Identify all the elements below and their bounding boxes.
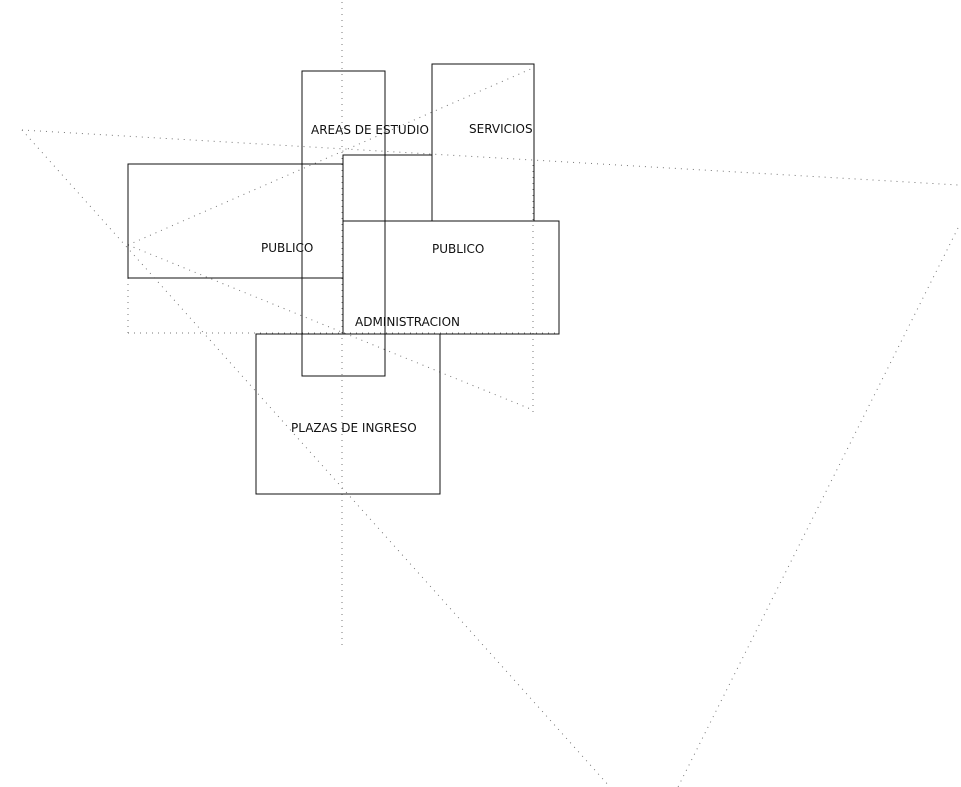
triangle-right-edge-guide — [677, 227, 959, 787]
guide-lines — [21, 2, 959, 787]
triangle-left-edge-guide — [21, 129, 611, 787]
administracion-label: ADMINISTRACION — [355, 315, 460, 329]
plazas-de-ingreso-zone — [255, 333, 441, 495]
servicios-zone — [431, 63, 535, 222]
center-connector-zone — [342, 154, 433, 222]
plazas-de-ingreso-label: PLAZAS DE INGRESO — [291, 421, 417, 435]
publico-left-label: PUBLICO — [261, 241, 313, 255]
horizontal-guide-top — [21, 129, 959, 186]
publico-left-zone — [127, 163, 344, 279]
publico-right-label: PUBLICO — [432, 242, 484, 256]
publico-right-zone — [342, 220, 560, 335]
areas-de-estudio-zone — [301, 70, 386, 377]
servicios-label: SERVICIOS — [469, 122, 533, 136]
diagonal-guide-lower — [127, 244, 534, 411]
diagonal-guide-upper — [127, 67, 534, 246]
areas-de-estudio-label: AREAS DE ESTUDIO — [311, 123, 429, 137]
